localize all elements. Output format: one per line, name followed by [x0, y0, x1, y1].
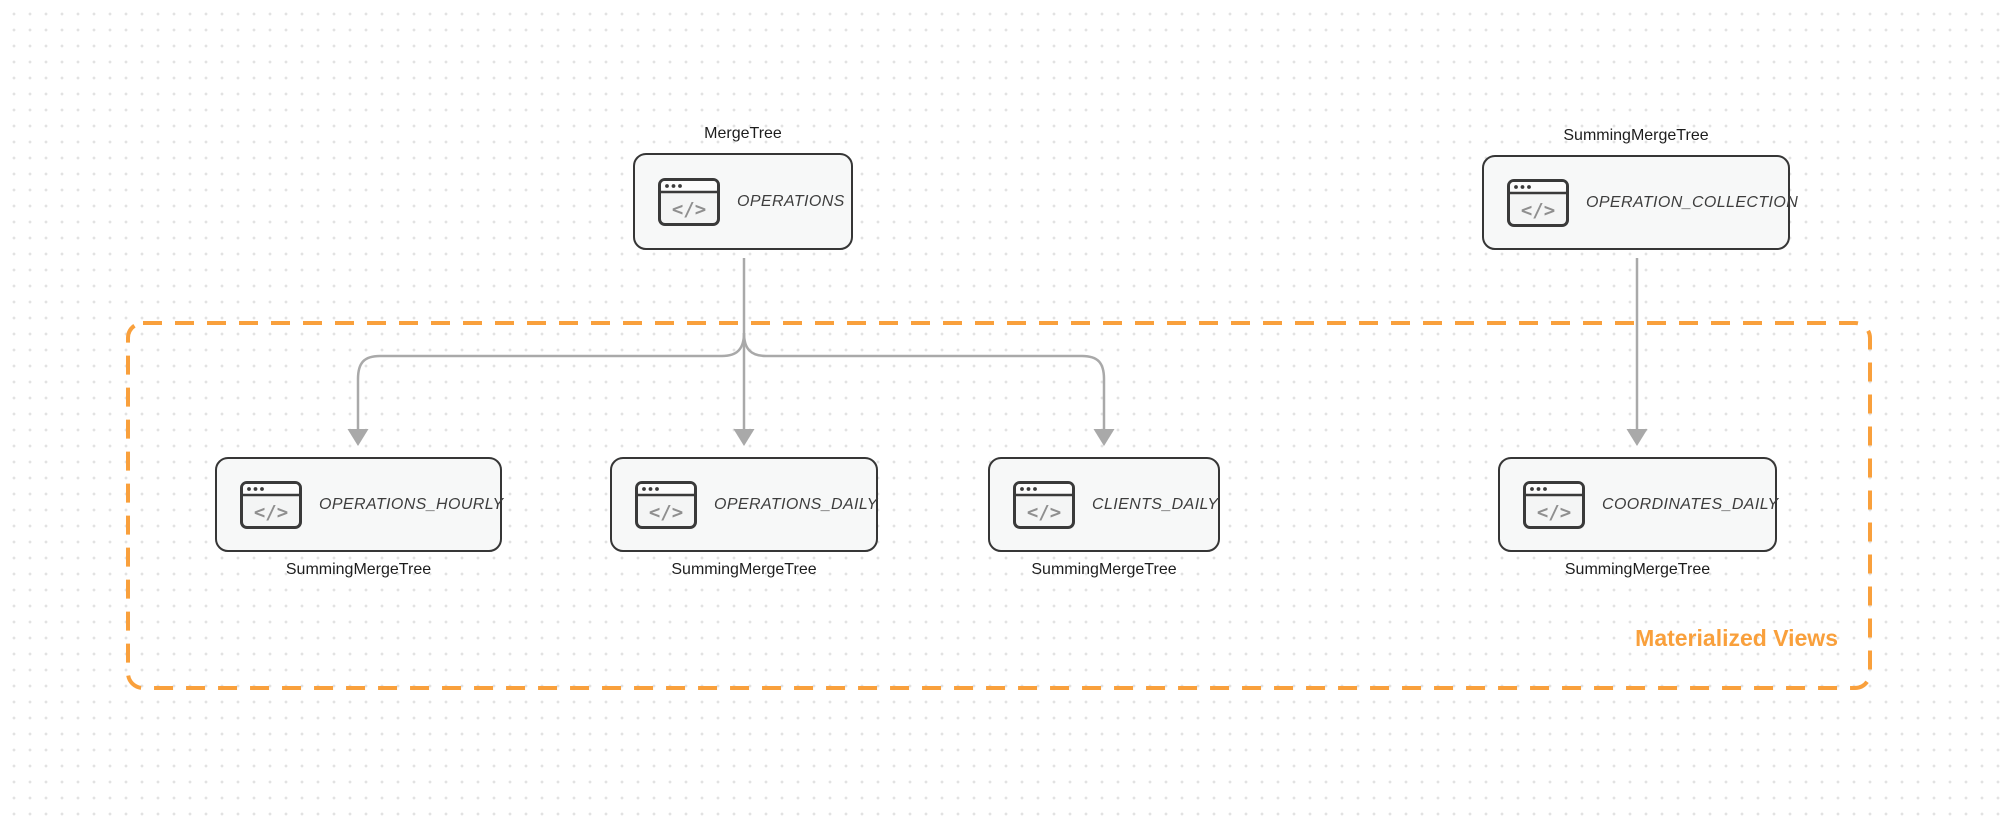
node-label: OPERATION_COLLECTION	[1586, 193, 1799, 211]
svg-text:</>: </>	[672, 198, 706, 220]
engine-label: SummingMergeTree	[1564, 561, 1711, 578]
arrowhead-icon	[733, 429, 755, 446]
svg-text:</>: </>	[254, 501, 288, 523]
engine-label: MergeTree	[704, 125, 782, 142]
node-label: OPERATIONS	[737, 192, 845, 210]
arrowhead-icon	[1093, 429, 1115, 446]
engine-label: SummingMergeTree	[1031, 561, 1177, 578]
svg-text:</>: </>	[649, 501, 683, 523]
edge-line	[356, 332, 746, 429]
edge-operation-collection-to-coordinates-daily[interactable]	[1626, 258, 1648, 446]
code-window-icon: </>	[658, 177, 720, 226]
node-operation-collection[interactable]: </> OPERATION_COLLECTION	[1482, 155, 1798, 250]
code-window-icon: </>	[1507, 178, 1569, 227]
materialized-views-group-label[interactable]: Materialized Views	[1635, 625, 1838, 651]
node-label: CLIENTS_DAILY	[1092, 495, 1219, 513]
edge-operations-to-clients-daily[interactable]	[742, 332, 1115, 446]
engine-label: SummingMergeTree	[671, 561, 817, 578]
materialized-views-group-border[interactable]	[126, 321, 1872, 690]
code-window-icon: </>	[635, 480, 697, 529]
code-window-icon: </>	[1523, 480, 1585, 529]
node-operations-hourly[interactable]: </> OPERATIONS_HOURLY	[215, 457, 504, 552]
node-operations[interactable]: </> OPERATIONS	[633, 153, 853, 250]
edge-operations-to-operations-daily[interactable]	[733, 258, 755, 446]
svg-text:</>: </>	[1521, 199, 1555, 221]
svg-text:</>: </>	[1537, 501, 1571, 523]
node-operations-daily[interactable]: </> OPERATIONS_DAILY	[610, 457, 878, 552]
node-label: OPERATIONS_DAILY	[714, 495, 878, 513]
node-label: COORDINATES_DAILY	[1602, 495, 1779, 513]
code-window-icon: </>	[240, 480, 302, 529]
code-window-icon: </>	[1013, 480, 1075, 529]
node-coordinates-daily[interactable]: </> COORDINATES_DAILY	[1498, 457, 1779, 552]
arrowhead-icon	[347, 429, 369, 446]
node-label: OPERATIONS_HOURLY	[319, 495, 504, 513]
node-clients-daily[interactable]: </> CLIENTS_DAILY	[988, 457, 1220, 552]
edge-operations-to-operations-hourly[interactable]	[347, 332, 746, 446]
arrowhead-icon	[1626, 429, 1648, 446]
engine-label: SummingMergeTree	[1563, 127, 1709, 144]
svg-text:</>: </>	[1027, 501, 1061, 523]
edge-line	[742, 332, 1106, 429]
engine-label: SummingMergeTree	[285, 561, 432, 578]
